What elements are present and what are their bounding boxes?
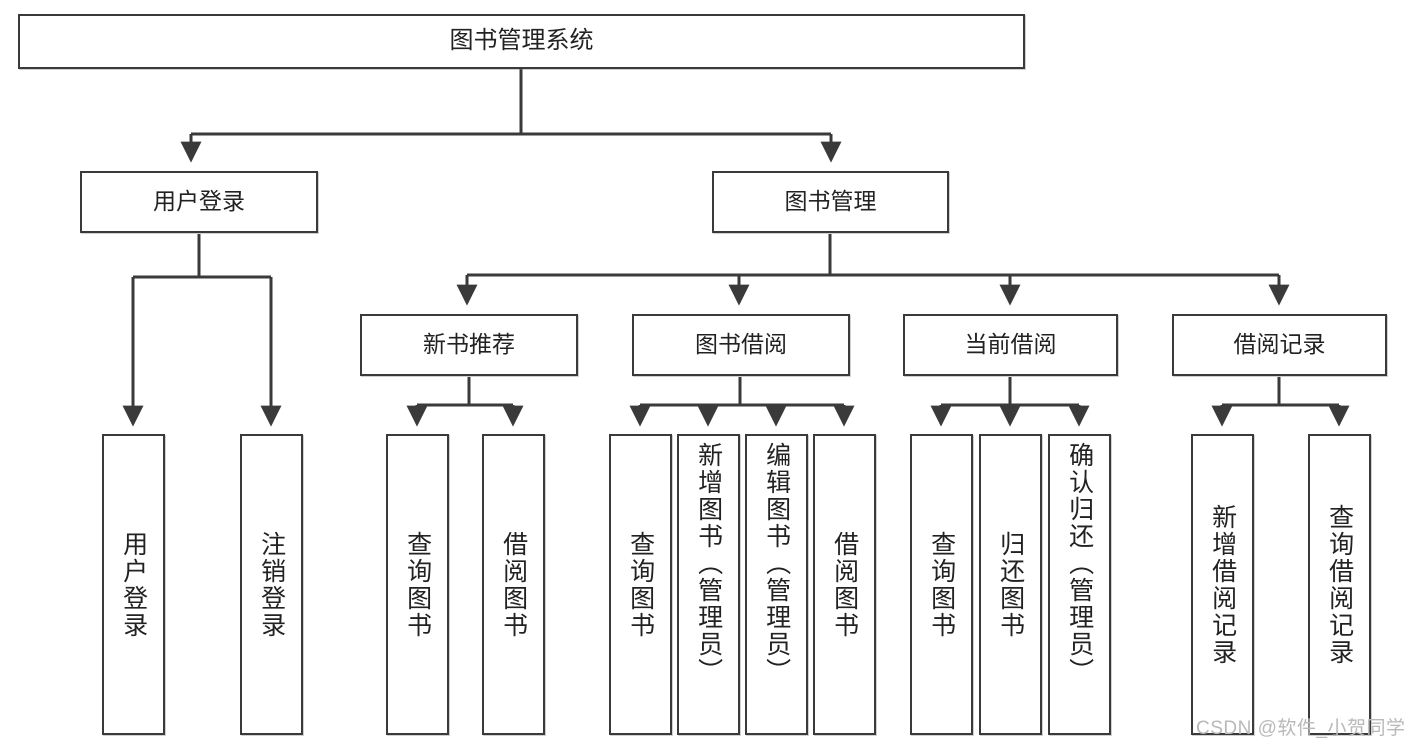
node-label: 查询图书 bbox=[403, 530, 432, 639]
leaf-book-borrow-query-book[interactable]: 查询图书 bbox=[609, 434, 672, 735]
node-label: 注销登录 bbox=[257, 530, 286, 639]
leaf-new-book-query-book[interactable]: 查询图书 bbox=[386, 434, 449, 735]
node-label: 图书借阅 bbox=[695, 331, 787, 358]
node-label: 查询图书 bbox=[927, 530, 956, 639]
leaf-book-borrow-add-book-admin[interactable]: 新增图书（管理员） bbox=[677, 434, 740, 735]
node-label: 用户登录 bbox=[119, 530, 148, 639]
node-label: 图书管理系统 bbox=[449, 27, 594, 55]
node-label: 查询借阅记录 bbox=[1325, 503, 1354, 666]
node-label: 图书管理 bbox=[784, 188, 877, 215]
node-label: 新书推荐 bbox=[423, 331, 515, 358]
leaf-current-borrow-query-book[interactable]: 查询图书 bbox=[910, 434, 973, 735]
leaf-user-login-logout[interactable]: 注销登录 bbox=[240, 434, 303, 735]
node-label: 新增图书（管理员） bbox=[694, 442, 723, 685]
leaf-new-book-borrow-book[interactable]: 借阅图书 bbox=[482, 434, 545, 735]
watermark-text: CSDN @软件_小贺同学 bbox=[1196, 718, 1405, 739]
leaf-borrow-record-query-record[interactable]: 查询借阅记录 bbox=[1308, 434, 1371, 735]
node-user-login[interactable]: 用户登录 bbox=[80, 171, 318, 233]
node-label: 编辑图书（管理员） bbox=[762, 442, 791, 685]
node-label: 借阅图书 bbox=[499, 530, 528, 639]
node-label: 新增借阅记录 bbox=[1208, 503, 1237, 666]
node-label: 归还图书 bbox=[996, 530, 1025, 639]
node-label: 确认归还（管理员） bbox=[1065, 442, 1094, 685]
node-label: 借阅图书 bbox=[830, 530, 859, 639]
node-book-borrow[interactable]: 图书借阅 bbox=[632, 314, 850, 376]
node-label: 当前借阅 bbox=[964, 331, 1057, 358]
leaf-current-borrow-return-book[interactable]: 归还图书 bbox=[979, 434, 1042, 735]
node-root-book-management-system[interactable]: 图书管理系统 bbox=[18, 14, 1025, 69]
leaf-book-borrow-edit-book-admin[interactable]: 编辑图书（管理员） bbox=[745, 434, 808, 735]
leaf-current-borrow-confirm-return-admin[interactable]: 确认归还（管理员） bbox=[1048, 434, 1111, 735]
node-new-book-recommend[interactable]: 新书推荐 bbox=[360, 314, 578, 376]
node-current-borrow[interactable]: 当前借阅 bbox=[903, 314, 1118, 376]
node-label: 用户登录 bbox=[153, 188, 245, 215]
node-label: 查询图书 bbox=[626, 530, 655, 639]
node-label: 借阅记录 bbox=[1233, 331, 1326, 358]
leaf-book-borrow-borrow-book[interactable]: 借阅图书 bbox=[813, 434, 876, 735]
leaf-borrow-record-add-record[interactable]: 新增借阅记录 bbox=[1191, 434, 1254, 735]
node-book-management[interactable]: 图书管理 bbox=[712, 171, 949, 233]
leaf-user-login-login[interactable]: 用户登录 bbox=[102, 434, 165, 735]
node-borrow-record[interactable]: 借阅记录 bbox=[1172, 314, 1387, 376]
